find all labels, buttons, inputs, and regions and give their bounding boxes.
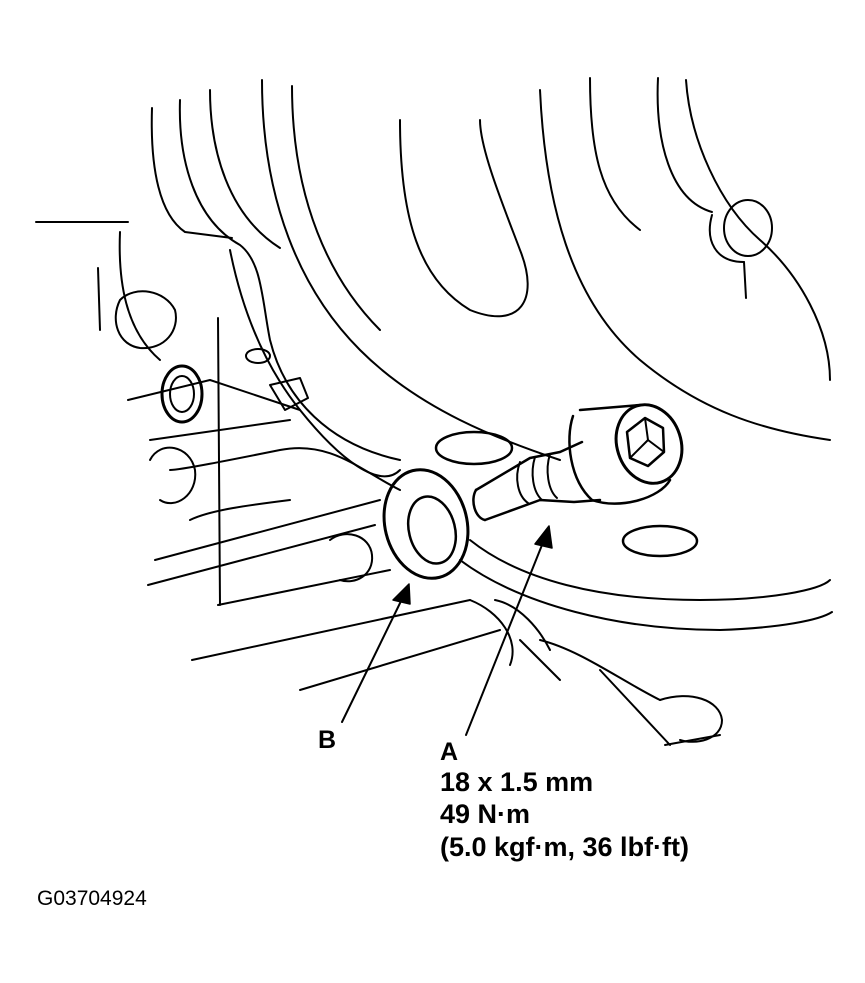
leader-line-a [465,539,545,736]
leader-line-b [341,596,404,723]
callout-b-label: B [318,726,337,754]
drain-bolt [472,403,684,522]
torque-nm-spec: 49 N·m [440,799,531,829]
leader-arrows [341,525,553,736]
figure-code: G03704924 [37,887,147,910]
housing-boss [708,199,773,299]
left-webbing [114,290,723,746]
torque-alt-spec: (5.0 kgf·m, 36 lbf·ft) [440,832,690,862]
oval-holes [434,430,699,558]
sealing-washer [382,468,470,580]
bolt-size-spec: 18 x 1.5 mm [440,767,594,797]
arrowhead-b [392,583,411,605]
callout-a-label: A [440,738,459,766]
bore-contour [229,249,833,631]
housing-outline [35,77,831,461]
arrowhead-a [534,525,553,549]
